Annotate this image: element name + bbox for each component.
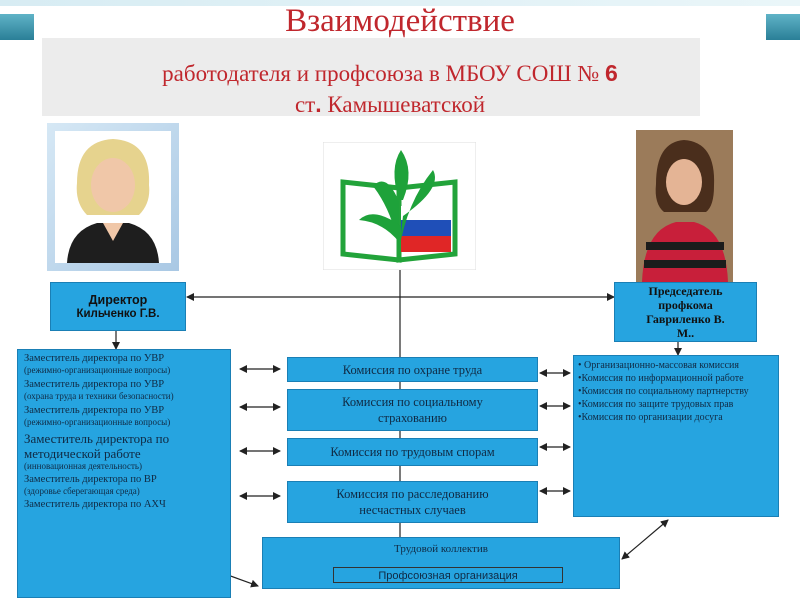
union-commission-1: • Организационно-массовая комиссия bbox=[578, 360, 774, 372]
deputy-1-title: Заместитель директора по УВР bbox=[24, 353, 224, 365]
deputy-3-note: (режимно-организационные вопросы) bbox=[24, 417, 224, 428]
labor-collective-box: Трудовой коллектив Профсоюзная организац… bbox=[262, 537, 620, 589]
chairman-label: Председатель bbox=[649, 284, 723, 298]
union-commission-4-label: Комиссия по защите трудовых прав bbox=[582, 399, 734, 410]
labor-collective-label: Трудовой коллектив bbox=[263, 543, 619, 555]
commission-accident-investigation: Комиссия по расследованию несчастных слу… bbox=[287, 481, 538, 523]
union-commissions-box: • Организационно-массовая комиссия •Коми… bbox=[573, 355, 779, 517]
union-commission-5-label: Комиссия по организации досуга bbox=[582, 412, 723, 423]
union-organization-box: Профсоюзная организация bbox=[333, 567, 563, 583]
deputy-4-note: (инновационная деятельность) bbox=[24, 461, 224, 472]
deputy-5-note: (здоровье сберегающая среда) bbox=[24, 486, 224, 497]
deputy-6-title: Заместитель директора по АХЧ bbox=[24, 499, 224, 511]
commission-labor-safety: Комиссия по охране труда bbox=[287, 357, 538, 382]
commission-labor-disputes-label: Комиссия по трудовым спорам bbox=[330, 444, 494, 460]
deputy-4-title: Заместитель директора по методической ра… bbox=[24, 431, 224, 461]
union-commission-1-label: Организационно-массовая комиссия bbox=[584, 360, 739, 371]
director-name: Кильченко Г.В. bbox=[76, 307, 159, 321]
director-label: Директор bbox=[89, 293, 148, 307]
chairman-label-2: профкома bbox=[658, 298, 713, 312]
union-commission-4: •Комиссия по защите трудовых прав bbox=[578, 399, 774, 411]
deputy-1-note: (режимно-организационные вопросы) bbox=[24, 365, 224, 376]
commission-social-insurance-label: Комиссия по социальному страхованию bbox=[308, 394, 517, 426]
chairman-name-2: М.. bbox=[677, 326, 694, 340]
deputy-2-note: (охрана труда и техники безопасности) bbox=[24, 391, 224, 402]
commission-labor-disputes: Комиссия по трудовым спорам bbox=[287, 438, 538, 466]
commission-labor-safety-label: Комиссия по охране труда bbox=[343, 362, 482, 378]
deputy-3-title: Заместитель директора по УВР bbox=[24, 405, 224, 417]
union-commission-3: •Комиссия по социальному партнерству bbox=[578, 386, 774, 398]
union-commission-2-label: Комиссия по информационной работе bbox=[582, 373, 744, 384]
deputy-5-title: Заместитель директора по ВР bbox=[24, 474, 224, 486]
chairman-name: Гавриленко В. bbox=[646, 312, 724, 326]
deputy-2-title: Заместитель директора по УВР bbox=[24, 379, 224, 391]
deputies-box: Заместитель директора по УВР (режимно-ор… bbox=[17, 349, 231, 598]
commission-social-insurance: Комиссия по социальному страхованию bbox=[287, 389, 538, 431]
commission-accident-investigation-label: Комиссия по расследованию несчастных слу… bbox=[304, 486, 521, 518]
union-commission-5: •Комиссия по организации досуга bbox=[578, 412, 774, 424]
chairman-box: Председатель профкома Гавриленко В. М.. bbox=[614, 282, 757, 342]
union-commission-3-label: Комиссия по социальному партнерству bbox=[582, 386, 749, 397]
director-box: Директор Кильченко Г.В. bbox=[50, 282, 186, 331]
union-commission-2: •Комиссия по информационной работе bbox=[578, 373, 774, 385]
